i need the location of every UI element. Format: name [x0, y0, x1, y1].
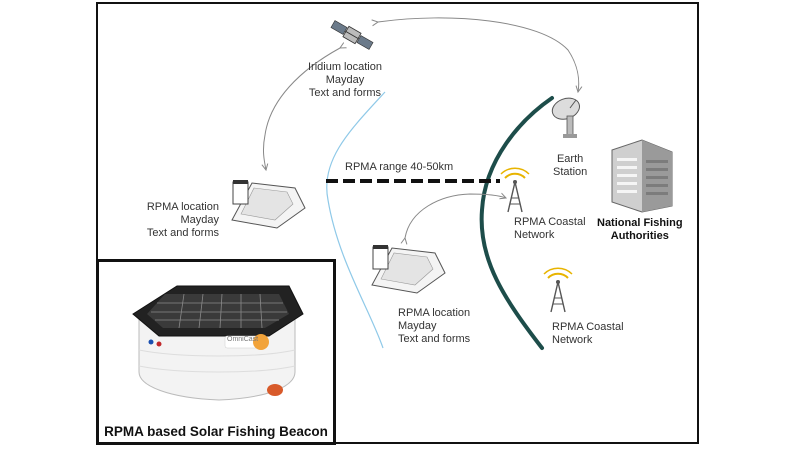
boat-icon [231, 180, 306, 229]
beacon-device-icon [132, 285, 304, 401]
satellite-dish-icon [551, 97, 580, 138]
coastal-network-label-2: RPMA Coastal Network [552, 321, 624, 346]
diagram-frame [96, 2, 699, 444]
authorities-label: National Fishing Authorities [597, 217, 683, 242]
rpma-boat-left-label: RPMA location Mayday Text and forms [146, 201, 219, 239]
iridium-label: Iridium location Mayday Text and forms [308, 61, 382, 99]
coastal-network-label-1: RPMA Coastal Network [514, 216, 586, 241]
arrow-boat-to-tower [405, 194, 506, 238]
arrow-satellite-to-boat [263, 48, 340, 170]
device-brand-text: OmniCast [227, 336, 259, 343]
inset-caption: RPMA based Solar Fishing Beacon [104, 424, 328, 439]
radio-tower-icon [500, 167, 530, 213]
satellite-icon [330, 20, 374, 50]
beacon-inset-panel: OmniCast RPMA based Solar Fishing Beacon [96, 259, 336, 445]
building-icon [611, 139, 673, 213]
radio-tower-icon [543, 267, 573, 313]
earth-station-label: Earth Station [553, 153, 588, 178]
rpma-range-boundary [326, 91, 386, 349]
arrow-satellite-to-station [378, 17, 579, 92]
rpma-boat-mid-label: RPMA location Mayday Text and forms [398, 307, 471, 345]
boat-icon [371, 245, 446, 294]
rpma-range-label: RPMA range 40-50km [345, 161, 454, 173]
